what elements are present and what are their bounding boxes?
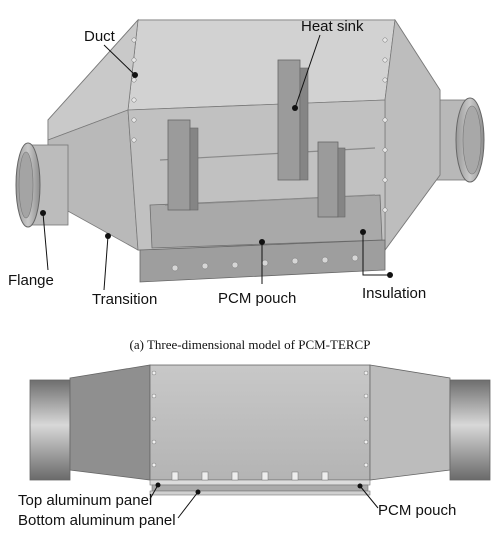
label-bottom-aluminum-panel: Bottom aluminum panel	[18, 512, 176, 529]
leader-lines	[40, 34, 393, 291]
caption-a: (a) Three-dimensional model of PCM-TERCP	[130, 337, 371, 352]
top-aluminum-panel	[149, 479, 371, 486]
left-transition	[69, 364, 151, 481]
duct-body	[47, 18, 441, 252]
three-dimensional-model: Duct Heat sink Flange Transition PCM pou…	[8, 18, 485, 308]
label-heat-sink: Heat sink	[301, 18, 364, 35]
label-insulation: Insulation	[362, 285, 426, 302]
pcm-pouch-layer	[151, 484, 369, 492]
left-flange-pipe	[15, 142, 69, 228]
label-duct: Duct	[84, 28, 116, 45]
main-box	[149, 364, 371, 481]
label-pcm-pouch-bottom: PCM pouch	[378, 502, 456, 519]
label-transition: Transition	[92, 291, 157, 308]
left-pipe	[29, 379, 71, 481]
label-top-aluminum-panel: Top aluminum panel	[18, 492, 152, 509]
label-flange: Flange	[8, 272, 54, 289]
label-pcm-pouch-top: PCM pouch	[218, 290, 296, 307]
bottom-aluminum-panel	[149, 490, 371, 496]
right-transition	[369, 364, 451, 481]
right-pipe	[449, 379, 491, 481]
side-view-model: Top aluminum panel Bottom aluminum panel…	[18, 364, 491, 529]
